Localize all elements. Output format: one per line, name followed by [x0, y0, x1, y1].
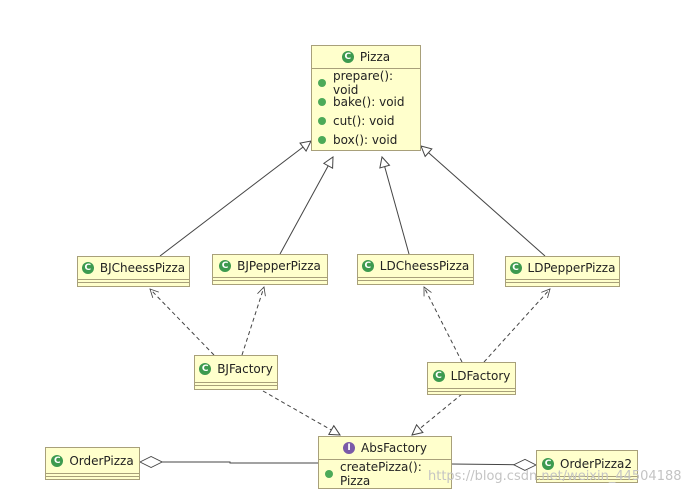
- class-name: LDPepperPizza: [527, 261, 616, 275]
- compartment-divider: [358, 280, 473, 284]
- compartment-divider: [46, 476, 139, 480]
- operation-compartment: prepare(): void bake(): void cut(): void…: [312, 69, 420, 151]
- compartment-divider: [537, 476, 637, 479]
- class-icon: C: [509, 262, 522, 274]
- class-header: C BJCheessPizza: [78, 257, 189, 279]
- class-icon: C: [542, 457, 554, 470]
- operation-label: bake(): void: [333, 94, 405, 109]
- class-header: C Pizza: [312, 46, 420, 68]
- class-name: BJCheessPizza: [99, 261, 186, 275]
- edge-bjcheess-to-pizza: [159, 141, 311, 257]
- edge-absfactory-to-orderpizza: [140, 462, 318, 463]
- class-name: OrderPizza2: [560, 456, 632, 471]
- edge-absfactory-to-orderpizza2: [450, 464, 536, 465]
- operation-label: box(): void: [333, 132, 398, 147]
- operation-label: prepare(): void: [333, 68, 394, 97]
- class-header: C OrderPizza2: [537, 451, 637, 476]
- operation-item: box(): void: [318, 130, 420, 149]
- compartment-divider: [46, 473, 139, 476]
- edge-bjfactory-to-absfactory: [262, 390, 340, 435]
- compartment-divider: [213, 280, 327, 284]
- class-name: LDCheessPizza: [379, 259, 470, 273]
- compartment-divider: [428, 391, 515, 395]
- class-bjcheesspizza[interactable]: C BJCheessPizza: [77, 256, 190, 287]
- class-name: AbsFactory: [361, 441, 427, 455]
- operation-label: createPizza(): Pizza: [340, 459, 422, 488]
- class-icon: C: [81, 262, 94, 274]
- public-method-icon: [318, 97, 326, 106]
- abstract-class-icon: I: [343, 442, 356, 454]
- edge-bjfactory-to-bjpepper: [241, 287, 264, 356]
- operation-compartment: createPizza(): Pizza: [319, 460, 451, 488]
- compartment-divider: [428, 388, 515, 391]
- class-header: C LDPepperPizza: [506, 257, 619, 279]
- attribute-compartment: [319, 459, 451, 462]
- class-name: OrderPizza: [69, 453, 134, 468]
- class-header: C BJPepperPizza: [213, 255, 327, 277]
- compartment-divider: [195, 385, 277, 389]
- watermark: https://blog.csdn.net/weixin_44504188: [428, 469, 682, 484]
- operation-label: cut(): void: [333, 113, 395, 128]
- public-method-icon: [318, 78, 326, 87]
- class-bjpepperpizza[interactable]: C BJPepperPizza: [212, 254, 328, 285]
- compartment-divider: [506, 279, 619, 282]
- compartment-divider: [358, 277, 473, 280]
- compartment-divider: [195, 382, 277, 385]
- edge-ldfactory-to-ldcheess: [423, 287, 463, 363]
- edge-bjfactory-to-bjcheess: [150, 289, 215, 356]
- class-ldpepperpizza[interactable]: C LDPepperPizza: [505, 256, 620, 287]
- class-header: C LDCheessPizza: [358, 255, 473, 277]
- compartment-divider: [78, 282, 189, 286]
- edge-ldfactory-to-ldpepper: [483, 289, 550, 363]
- public-method-icon: [318, 116, 326, 125]
- class-bjfactory[interactable]: C BJFactory: [194, 355, 278, 390]
- edge-ldcheess-to-pizza: [382, 157, 410, 255]
- edge-ldfactory-to-absfactory: [412, 393, 463, 435]
- class-header: C LDFactory: [428, 363, 515, 388]
- class-name: BJFactory: [217, 362, 273, 376]
- class-icon: C: [51, 454, 64, 467]
- class-pizza[interactable]: C Pizza prepare(): void bake(): void cut…: [311, 45, 421, 151]
- public-method-icon: [325, 469, 333, 478]
- class-absfactory[interactable]: I AbsFactory createPizza(): Pizza: [318, 436, 452, 489]
- class-header: C OrderPizza: [46, 448, 139, 473]
- attribute-compartment: [312, 68, 420, 71]
- class-header: I AbsFactory: [319, 437, 451, 459]
- class-icon: C: [432, 369, 445, 382]
- class-ldcheesspizza[interactable]: C LDCheessPizza: [357, 254, 474, 285]
- class-orderpizza[interactable]: C OrderPizza: [45, 447, 140, 480]
- compartment-divider: [78, 279, 189, 282]
- edge-ldpepper-to-pizza: [421, 146, 546, 257]
- class-icon: C: [341, 51, 354, 63]
- operation-item: bake(): void: [318, 92, 420, 111]
- class-header: C BJFactory: [195, 356, 277, 382]
- class-name: BJPepperPizza: [237, 259, 321, 273]
- compartment-divider: [537, 479, 637, 483]
- compartment-divider: [506, 282, 619, 286]
- public-method-icon: [318, 135, 326, 144]
- edge-bjpepper-to-pizza: [279, 157, 333, 255]
- class-icon: C: [219, 260, 232, 272]
- operation-item: prepare(): void: [318, 69, 420, 97]
- class-ldfactory[interactable]: C LDFactory: [427, 362, 516, 395]
- class-icon: C: [361, 260, 374, 272]
- class-name: Pizza: [359, 50, 391, 64]
- class-orderpizza2[interactable]: C OrderPizza2: [536, 450, 638, 483]
- compartment-divider: [213, 277, 327, 280]
- operation-item: createPizza(): Pizza: [325, 460, 451, 488]
- class-name: LDFactory: [450, 368, 511, 383]
- operation-item: cut(): void: [318, 111, 420, 130]
- class-icon: C: [199, 363, 212, 375]
